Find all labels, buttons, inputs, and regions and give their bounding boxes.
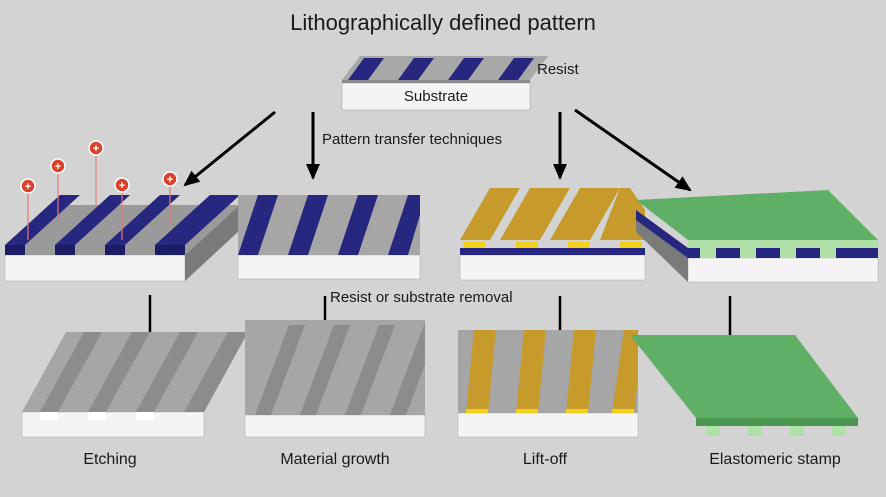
ion-plus-sign: + xyxy=(119,180,125,192)
ion-plus-sign: + xyxy=(167,174,173,186)
ion-icon xyxy=(88,140,104,156)
removal-label: Resist or substrate removal xyxy=(330,289,513,306)
growth-resist-lines xyxy=(238,195,420,255)
yellow-deposits xyxy=(463,242,642,248)
resist-label: Resist xyxy=(537,61,579,78)
substrate-label: Substrate xyxy=(403,88,469,105)
stamp-setup xyxy=(636,190,879,283)
arrow-to-stamp xyxy=(574,108,692,192)
stamp-top xyxy=(630,335,858,418)
result-stamp xyxy=(630,335,858,436)
liftoff-gold-lines xyxy=(466,330,638,413)
caption-etching: Etching xyxy=(83,451,137,468)
arrow-to-etching xyxy=(183,110,276,187)
liftoff-setup xyxy=(459,188,646,281)
etching-setup: + + + + + xyxy=(4,140,240,282)
ion-plus-sign: + xyxy=(25,181,31,193)
result-etching xyxy=(21,332,248,438)
ion-icon xyxy=(114,177,130,193)
ion-plus-sign: + xyxy=(55,161,61,173)
ions: + + + + + xyxy=(20,140,178,194)
result-growth xyxy=(244,320,426,438)
ion-plus-sign: + xyxy=(93,143,99,155)
resist-lines xyxy=(348,58,534,80)
ion-icon xyxy=(20,178,36,194)
stamp-green-top xyxy=(636,190,878,240)
caption-elastomeric-stamp: Elastomeric stamp xyxy=(709,451,841,468)
caption-lift-off: Lift-off xyxy=(522,451,568,468)
gold-layer xyxy=(460,188,645,240)
substrate-top-face xyxy=(342,56,548,80)
ion-trails xyxy=(27,154,171,240)
ion-icon xyxy=(162,171,178,187)
diagram-title: Lithographically defined pattern xyxy=(290,10,596,35)
substrate-block xyxy=(341,82,531,111)
stamp-fill-gaps xyxy=(700,248,836,258)
etch-resist-lines xyxy=(5,195,240,255)
growth-setup xyxy=(237,195,421,280)
stamp-ridges xyxy=(706,426,846,436)
top-pattern-block xyxy=(341,56,548,111)
transfer-arrows xyxy=(183,108,692,192)
caption-material-growth: Material growth xyxy=(280,451,390,468)
result-liftoff xyxy=(457,330,639,438)
pattern-transfer-label: Pattern transfer techniques xyxy=(322,131,503,148)
ion-icon xyxy=(50,158,66,174)
